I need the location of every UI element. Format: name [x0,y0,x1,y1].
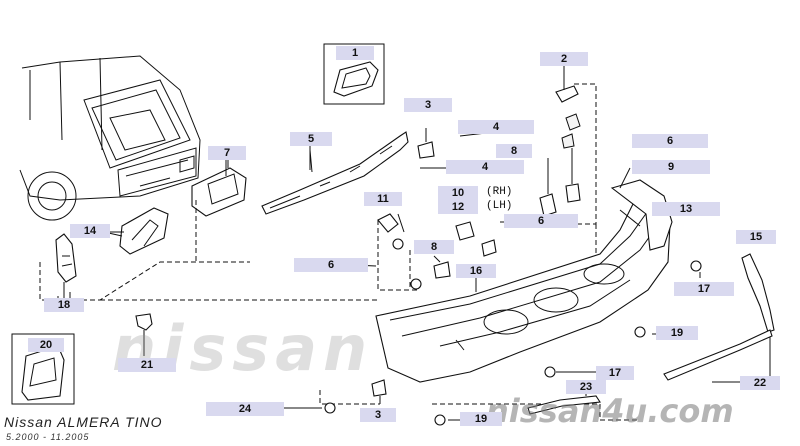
callout-6-mid[interactable]: 6 [504,214,578,228]
watermark-large: nissan [112,312,374,385]
callout-3-top[interactable]: 3 [404,98,452,112]
callout-5[interactable]: 5 [290,132,332,146]
callout-18[interactable]: 18 [44,298,84,312]
callout-17-lower[interactable]: 17 [596,366,634,380]
model-title: Nissan ALMERA TINO [4,414,163,430]
callout-20[interactable]: 20 [28,338,64,352]
callout-8-mid[interactable]: 8 [414,240,454,254]
part-16-bumper [375,189,671,383]
callout-19-bottom[interactable]: 19 [460,412,502,426]
callout-10[interactable]: 10 [438,186,478,200]
car-rear-illustration [19,55,201,221]
callout-11[interactable]: 11 [364,192,402,206]
callout-8-top[interactable]: 8 [496,144,532,158]
part-1-inset [323,43,385,105]
callout-14[interactable]: 14 [70,224,110,238]
callout-4-top[interactable]: 4 [458,120,534,134]
callout-3-bottom[interactable]: 3 [360,408,396,422]
part-23-strip [527,395,601,415]
part-21-clip [135,313,153,356]
callout-24[interactable]: 24 [206,402,284,416]
callout-6-left[interactable]: 6 [294,258,368,272]
callout-22[interactable]: 22 [740,376,780,390]
lh-note: (LH) [486,200,513,212]
callout-2[interactable]: 2 [540,52,588,66]
part-15-trim [741,253,775,380]
callout-21[interactable]: 21 [118,358,176,372]
watermark-site: nissan4u.com [486,392,734,430]
part-22-strip [663,329,773,381]
callout-4-mid[interactable]: 4 [446,160,524,174]
production-dates: 5.2000 - 11.2005 [6,432,90,442]
callout-7[interactable]: 7 [208,146,246,160]
part-20-inset [11,333,75,405]
callout-17-right[interactable]: 17 [674,282,734,296]
part-18 [55,233,77,300]
callout-12[interactable]: 12 [438,200,478,214]
callout-1[interactable]: 1 [336,46,374,60]
callout-19-right[interactable]: 19 [656,326,698,340]
part-7-housing [191,160,247,217]
part-13-cover [610,179,673,251]
callout-23[interactable]: 23 [566,380,606,394]
callout-13[interactable]: 13 [652,202,720,216]
callout-16[interactable]: 16 [456,264,496,278]
fasteners [324,85,702,426]
part-14-plate [103,207,169,255]
callout-15[interactable]: 15 [736,230,776,244]
callout-6-top[interactable]: 6 [632,134,708,148]
rh-note: (RH) [486,186,513,198]
callout-9[interactable]: 9 [632,160,710,174]
